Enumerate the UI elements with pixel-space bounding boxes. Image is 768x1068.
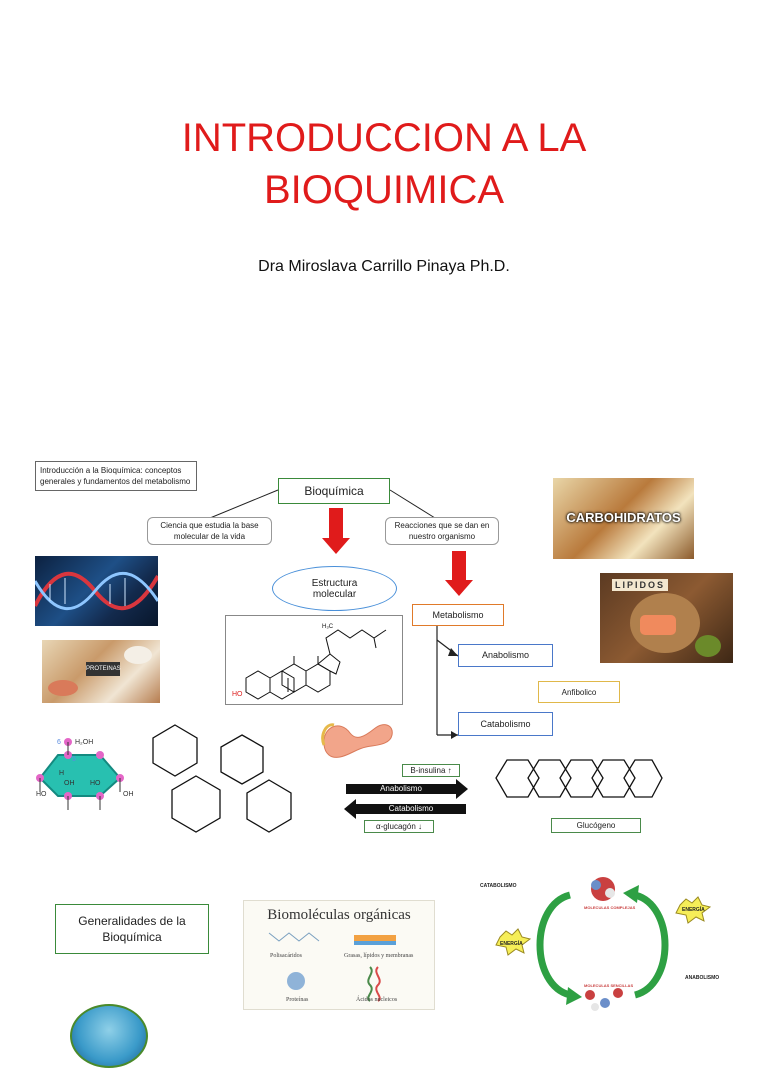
glucose-c6: 6	[57, 739, 61, 746]
biomolecule-polysaccharides: Polisacáridos	[270, 953, 302, 959]
label-glucagon: α-glucagón ↓	[364, 820, 434, 833]
red-arrow-right	[445, 551, 473, 596]
biomolecules-image: Biomoléculas orgánicas Polisacáridos Gra…	[243, 900, 435, 1010]
svg-text:HO: HO	[232, 691, 243, 698]
glucose-c5: 5	[72, 756, 76, 763]
glucose-ho: HO	[90, 780, 101, 787]
lipids-image: LIPIDOS	[600, 573, 733, 663]
lipids-label: LIPIDOS	[612, 579, 669, 591]
cell-image	[70, 1004, 148, 1068]
map-caption: Introducción a la Bioquímica: conceptos …	[35, 461, 197, 491]
glucose-molecule-image: 6 H₂OH 5 H OH HO OH HO	[30, 730, 140, 825]
glucose-h2oh: H₂OH	[75, 739, 93, 746]
cycle-energia-right: ENERGÍA	[682, 907, 705, 913]
cholesterol-structure-image: HO H₃C	[225, 615, 403, 705]
cycle-catabolismo: CATABOLISMO	[480, 883, 517, 889]
concept-map-lines	[209, 489, 473, 819]
svg-text:H₃C: H₃C	[322, 624, 334, 630]
author: Dra Miroslava Carrillo Pinaya Ph.D.	[258, 258, 510, 275]
node-amphibolic: Anfibolico	[538, 681, 620, 703]
node-structure: Estructura molecular	[272, 566, 397, 611]
title-line-2: BIOQUIMICA	[263, 168, 505, 212]
arrow-right-black	[456, 779, 468, 799]
glucose-ho-left: HO	[36, 791, 47, 798]
arrow-left-black	[344, 799, 356, 819]
glucose-oh-right: OH	[123, 791, 134, 798]
label-arrow-anabolismo: Anabolismo	[380, 784, 422, 793]
biomolecule-nucleic: Ácidos nucleicos	[356, 997, 398, 1003]
generalities-box: Generalidades de la Bioquímica	[55, 904, 209, 954]
cycle-top-label: MOLECULAS COMPLEJAS	[584, 905, 636, 910]
root-node-bioquimica: Bioquímica	[278, 478, 390, 504]
page-title: INTRODUCCION A LA BIOQUIMICA	[0, 112, 768, 216]
node-anabolism: Anabolismo	[458, 644, 553, 667]
cycle-bottom-label: MOLECULAS SENCILLAS	[584, 983, 634, 988]
cycle-anabolismo: ANABOLISMO	[685, 975, 720, 981]
title-line-1: INTRODUCCION A LA	[181, 116, 587, 160]
red-arrow-left	[322, 508, 350, 554]
cycle-energia-left: ENERGÍA	[500, 941, 523, 947]
biomolecules-title: Biomoléculas orgánicas	[267, 907, 411, 923]
glucose-oh: OH	[64, 780, 75, 787]
biomolecule-proteins: Proteínas	[286, 997, 309, 1003]
protein-label: PROTEINAS	[86, 662, 121, 676]
label-glycogen: Glucógeno	[551, 818, 641, 833]
carbohydrates-label: CARBOHIDRATOS	[566, 510, 681, 525]
pancreas-image	[321, 723, 393, 758]
label-insulin: B-insulina ↑	[402, 764, 460, 777]
node-right-definition: Reacciones que se dan en nuestro organis…	[385, 517, 499, 545]
node-metabolism: Metabolismo	[412, 604, 504, 626]
label-arrow-catabolismo: Catabolismo	[388, 804, 434, 813]
dna-image	[35, 556, 158, 626]
node-catabolism: Catabolismo	[458, 712, 553, 736]
node-left-definition: Ciencia que estudia la base molecular de…	[147, 517, 272, 545]
biomolecule-lipids: Grasas, lípidos y membranas	[344, 953, 414, 959]
metabolic-cycle-image: CATABOLISMO ANABOLISMO ENERGÍA ENERGÍA M…	[470, 875, 735, 1015]
protein-foods-image: PROTEINAS	[42, 640, 160, 703]
carbohydrates-image: CARBOHIDRATOS	[553, 478, 694, 559]
glucose-h: H	[59, 770, 64, 777]
